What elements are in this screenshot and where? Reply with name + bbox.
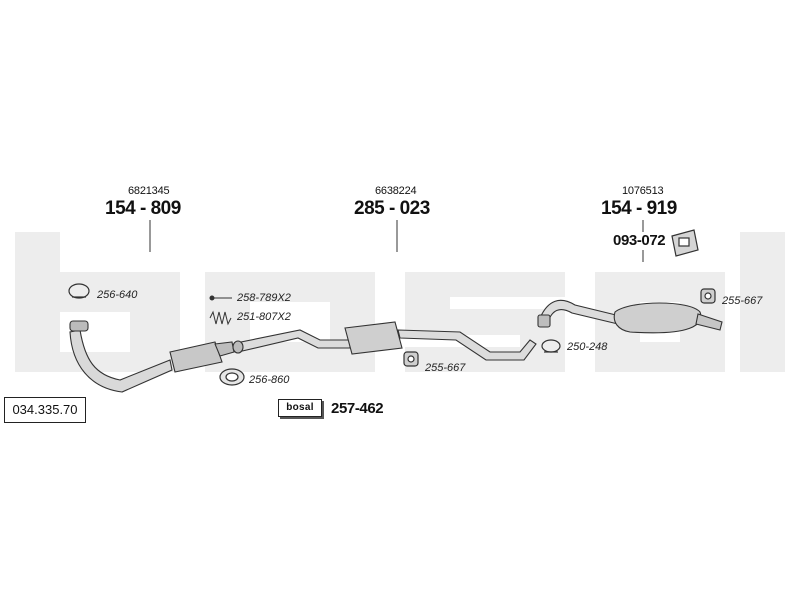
middle-silencer <box>232 321 537 361</box>
label-clamp-front: 256-640 <box>97 289 138 301</box>
label-ring: 256-860 <box>249 374 290 386</box>
label-clamp-rear: 250-248 <box>567 341 608 353</box>
spring-icon <box>209 310 232 326</box>
rubber-mount-mid-icon <box>403 351 419 367</box>
label-bolt: 258-789X2 <box>237 292 291 304</box>
rear-silencer <box>537 299 723 334</box>
label-rubber-mid: 255-667 <box>425 362 466 374</box>
oem-number-rear: 1076513 <box>622 185 664 197</box>
label-spring: 251-807X2 <box>237 311 291 323</box>
label-rubber-rear: 255-667 <box>722 295 763 307</box>
clamp-rear-icon <box>541 339 561 353</box>
clamp-front-icon <box>68 283 90 299</box>
rubber-mount-rear-icon <box>700 288 716 304</box>
kit-part-number: 257-462 <box>331 400 384 417</box>
reference-number: 034.335.70 <box>4 397 86 423</box>
bracket-part-number: 093-072 <box>613 232 666 249</box>
oem-number-front: 6821345 <box>128 185 170 197</box>
part-number-middle: 285 - 023 <box>354 198 430 219</box>
kit-logo-box: bosal <box>278 399 322 417</box>
front-pipe <box>69 320 235 393</box>
bracket-icon <box>671 229 699 257</box>
oem-number-middle: 6638224 <box>375 185 417 197</box>
ring-gasket-icon <box>219 368 245 386</box>
part-number-rear: 154 - 919 <box>601 198 677 219</box>
kit-logo: bosal <box>286 402 314 413</box>
part-number-front: 154 - 809 <box>105 198 181 219</box>
watermark-letters <box>15 232 785 372</box>
bolt-icon <box>209 295 232 301</box>
